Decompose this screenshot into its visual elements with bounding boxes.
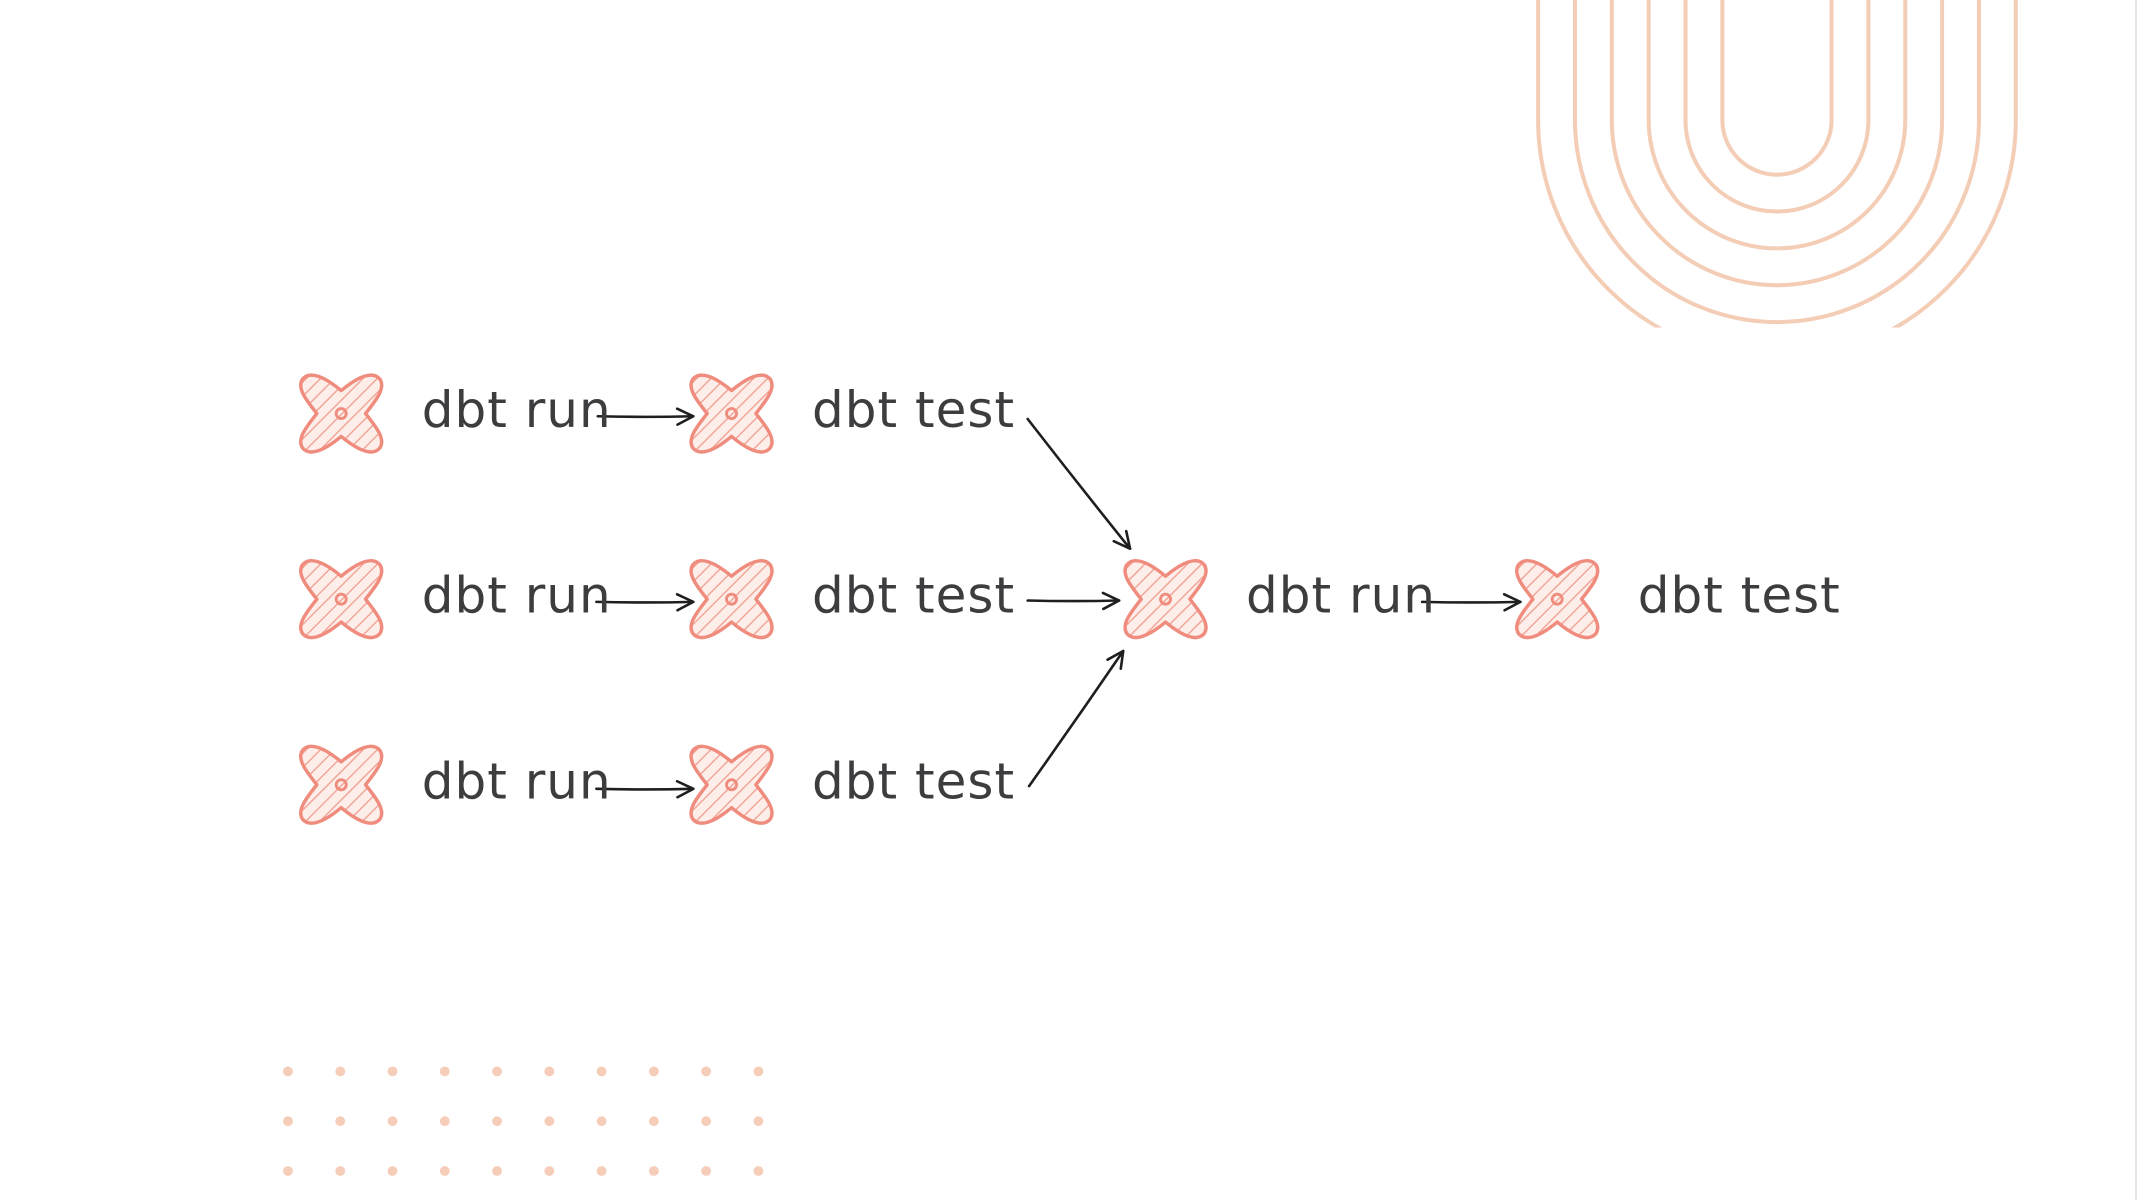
edge-run-1-to-test-1: [596, 407, 695, 426]
decorative-dot: [701, 1116, 712, 1127]
node-label: dbt run: [1246, 567, 1436, 625]
edge-test-2-to-run-final: [1026, 591, 1121, 611]
dbt-logo-shape: [689, 373, 774, 454]
dbt-logo-shape: [299, 559, 384, 640]
decorative-dot: [753, 1066, 764, 1077]
node-run-1: dbt run: [299, 373, 612, 454]
dbt-logo-icon: [689, 373, 774, 454]
decorative-arch: [1538, 0, 2016, 359]
dbt-logo-icon: [1515, 559, 1600, 640]
dbt-logo-shape: [689, 744, 774, 825]
dbt-logo-center: [725, 778, 738, 792]
node-label: dbt test: [812, 381, 1015, 439]
decorative-arch: [1683, 0, 1871, 214]
node-run-3: dbt run: [299, 744, 612, 825]
node-test-2: dbt test: [689, 559, 1015, 640]
decorative-dot: [753, 1116, 764, 1127]
decorative-dot: [439, 1116, 450, 1127]
node-label: dbt run: [422, 567, 612, 625]
dbt-logo-icon: [299, 373, 384, 454]
node-test-final: dbt test: [1515, 559, 1841, 640]
node-label: dbt run: [422, 381, 612, 439]
node-test-1: dbt test: [689, 373, 1015, 454]
edge-run-final-to-test-final: [1420, 592, 1522, 612]
decorative-dot-grid: [283, 1066, 764, 1176]
dbt-logo-center: [1550, 592, 1564, 606]
dbt-logo-shape: [299, 744, 384, 825]
edge-run-3-to-test-3: [595, 779, 695, 799]
decorative-dot: [753, 1166, 764, 1176]
dbt-logo-shape: [299, 373, 384, 454]
dbt-logo-icon: [299, 744, 384, 825]
dbt-logo-center: [334, 592, 348, 606]
node-label: dbt test: [1638, 567, 1841, 625]
decorative-dot: [335, 1066, 346, 1077]
dbt-logo-icon: [689, 744, 774, 825]
decorative-dot: [283, 1166, 293, 1176]
decorative-dot: [492, 1066, 502, 1077]
decorative-arch: [1646, 0, 1908, 251]
node-label: dbt run: [422, 752, 612, 810]
node-run-2: dbt run: [299, 559, 612, 640]
nodes-layer: dbt run dbt test dbt run dbt test dbt ru…: [299, 373, 1841, 825]
decorative-dot: [335, 1116, 346, 1127]
dbt-logo-center: [725, 407, 738, 420]
decorative-arches: [1538, 0, 2016, 359]
decorative-dot: [283, 1066, 293, 1077]
decorative-dot: [283, 1116, 293, 1127]
edge-test-1-to-run-final: [1026, 417, 1132, 550]
decorative-dot: [648, 1066, 659, 1077]
node-run-final: dbt run: [1123, 559, 1436, 640]
dbt-logo-icon: [1123, 559, 1208, 640]
dbt-logo-shape: [1123, 559, 1208, 640]
dbt-logo-icon: [689, 559, 774, 640]
decorative-dot: [492, 1116, 502, 1127]
decorative-dot: [701, 1166, 712, 1176]
decorative-dot: [701, 1066, 712, 1077]
edge-test-3-to-run-final: [1027, 649, 1125, 788]
decorative-dot: [648, 1116, 659, 1127]
dbt-logo-center: [334, 407, 348, 420]
dbt-logo-shape: [689, 559, 774, 640]
node-label: dbt test: [812, 567, 1015, 625]
decorative-dot: [596, 1066, 607, 1077]
edge-run-2-to-test-2: [595, 592, 695, 612]
node-label: dbt test: [812, 752, 1015, 810]
decorative-dot: [439, 1066, 450, 1077]
decorative-dot: [492, 1166, 502, 1176]
decorative-dot: [387, 1166, 398, 1176]
decorative-arch: [1720, 0, 1834, 177]
decorative-dot: [544, 1066, 555, 1077]
dbt-logo-shape: [1515, 559, 1600, 640]
decorative-dot: [596, 1116, 607, 1127]
decorative-dot: [648, 1166, 659, 1176]
node-test-3: dbt test: [689, 744, 1015, 825]
decorative-dot: [439, 1166, 450, 1176]
dbt-logo-center: [725, 592, 738, 606]
decorative-arch: [1609, 0, 1945, 288]
dbt-logo-icon: [299, 559, 384, 640]
decorative-dot: [596, 1166, 607, 1176]
decorative-dot: [544, 1166, 555, 1176]
decorative-dot: [544, 1116, 555, 1127]
decorative-dot: [335, 1166, 346, 1176]
dbt-logo-center: [1159, 592, 1172, 606]
decorative-dot: [387, 1116, 398, 1127]
decorative-arch: [1572, 0, 1981, 325]
dbt-logo-center: [334, 778, 348, 792]
decorative-dot: [387, 1066, 398, 1077]
edges-layer: [595, 407, 1522, 799]
